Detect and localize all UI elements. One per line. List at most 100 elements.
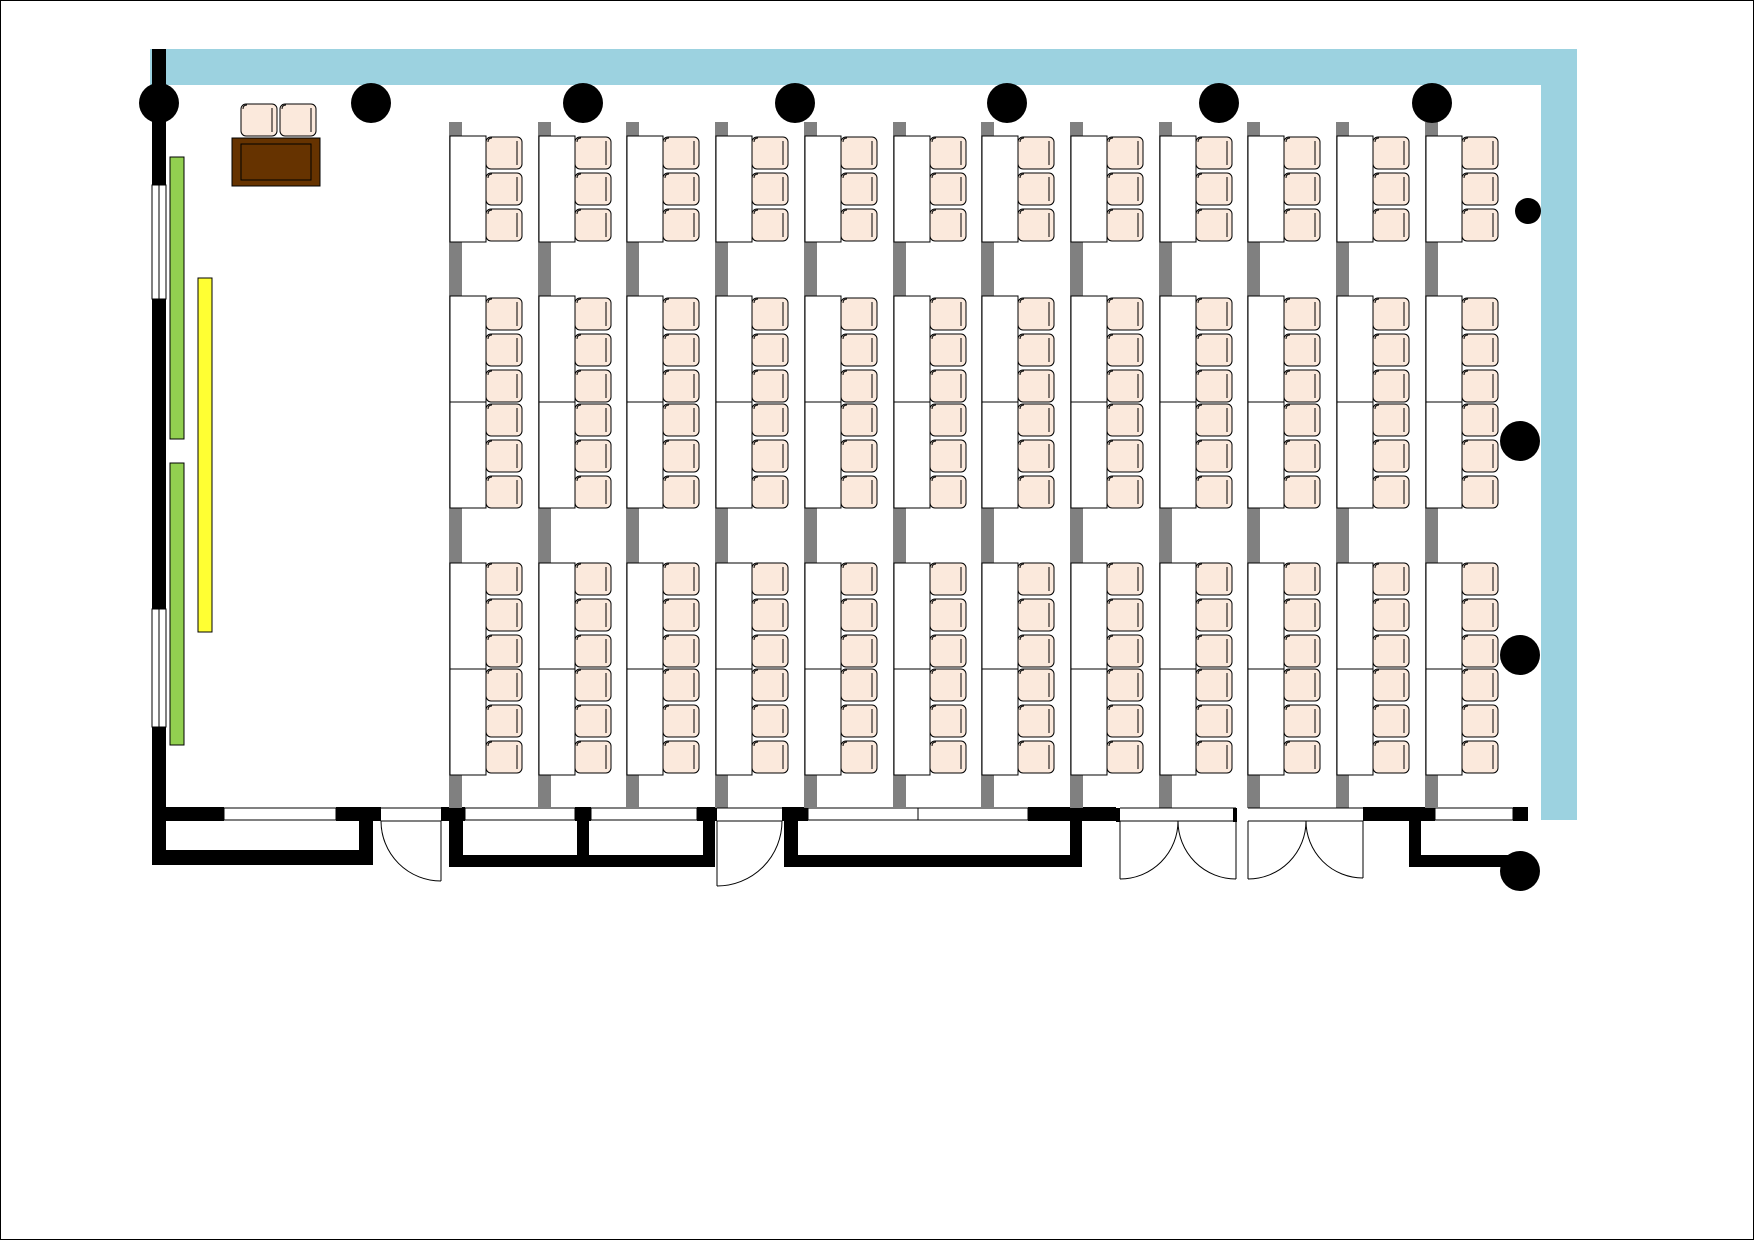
chair-seat <box>1283 208 1321 242</box>
chair-seat <box>751 297 789 331</box>
door-swing-icon <box>1119 807 1179 880</box>
chair-icon <box>1106 634 1144 668</box>
chair-icon <box>1461 634 1499 668</box>
chair-arm <box>753 599 759 605</box>
chair-arm <box>664 440 670 446</box>
chair-seat <box>485 172 523 206</box>
chair-seat <box>1017 704 1055 738</box>
door-arc <box>1305 820 1364 879</box>
chair-icon <box>1017 439 1055 473</box>
chair-seat <box>840 740 878 774</box>
chair-seat <box>1372 704 1410 738</box>
table-icon <box>538 295 576 403</box>
chair-seat <box>929 740 967 774</box>
chair-arm <box>1374 209 1380 215</box>
chair-arm <box>1019 404 1025 410</box>
table-icon <box>1336 668 1374 776</box>
chair-arm <box>487 635 493 641</box>
table-icon <box>1425 135 1463 243</box>
chair-icon <box>840 208 878 242</box>
chair-icon <box>1017 634 1055 668</box>
chair-seat <box>929 208 967 242</box>
column-icon <box>563 83 603 123</box>
chair-seat <box>840 172 878 206</box>
chair-icon <box>1283 704 1321 738</box>
chair-arm <box>842 137 848 143</box>
table-icon <box>449 135 487 243</box>
chair-icon <box>574 369 612 403</box>
chair-arm <box>487 563 493 569</box>
chair-icon <box>1461 208 1499 242</box>
chair-seat <box>1372 740 1410 774</box>
chair-icon <box>574 598 612 632</box>
chair-seat <box>574 704 612 738</box>
chair-icon <box>751 208 789 242</box>
table-icon <box>1247 668 1285 776</box>
chair-arm <box>1463 563 1469 569</box>
chair-seat <box>1372 333 1410 367</box>
chair-seat <box>1461 634 1499 668</box>
chair-seat <box>929 439 967 473</box>
table-icon <box>1070 295 1108 403</box>
chair-arm <box>487 476 493 482</box>
window-wall-right <box>1541 49 1577 820</box>
chair-seat <box>751 208 789 242</box>
table-icon <box>449 401 487 509</box>
chair-arm <box>1019 440 1025 446</box>
chair-icon <box>485 439 523 473</box>
chair-icon <box>751 136 789 170</box>
left-wall <box>152 727 166 865</box>
chair-icon <box>485 704 523 738</box>
table-icon <box>1336 401 1374 509</box>
podium-table-inset <box>240 143 312 181</box>
chair-icon <box>751 172 789 206</box>
chair-icon <box>574 208 612 242</box>
chair-arm <box>487 173 493 179</box>
chair-icon <box>574 136 612 170</box>
chair-arm <box>487 599 493 605</box>
chair-arm <box>931 669 937 675</box>
chair-icon <box>662 333 700 367</box>
chair-icon <box>485 598 523 632</box>
chair-icon <box>1283 562 1321 596</box>
chair-icon <box>662 403 700 437</box>
chair-arm <box>1019 599 1025 605</box>
chair-seat <box>279 103 317 137</box>
chair-seat <box>662 369 700 403</box>
chair-icon <box>485 740 523 774</box>
chair-arm <box>487 334 493 340</box>
chair-icon <box>1461 297 1499 331</box>
table-icon <box>715 562 753 670</box>
chair-arm <box>1463 137 1469 143</box>
chair-arm <box>1108 635 1114 641</box>
chair-icon <box>840 136 878 170</box>
chair-seat <box>1195 172 1233 206</box>
column-icon <box>775 83 815 123</box>
chair-icon <box>840 297 878 331</box>
chair-seat <box>929 403 967 437</box>
table-icon <box>449 668 487 776</box>
chair-icon <box>929 634 967 668</box>
chair-icon <box>1283 136 1321 170</box>
chair-arm <box>1463 404 1469 410</box>
chair-icon <box>751 562 789 596</box>
chair-arm <box>576 173 582 179</box>
chair-arm <box>753 137 759 143</box>
chair-icon <box>485 634 523 668</box>
chair-seat <box>751 333 789 367</box>
chair-seat <box>1017 208 1055 242</box>
chair-seat <box>662 704 700 738</box>
chair-arm <box>1108 334 1114 340</box>
chair-seat <box>929 172 967 206</box>
chair-arm <box>1197 137 1203 143</box>
chair-arm <box>1285 298 1291 304</box>
chair-seat <box>1461 208 1499 242</box>
table-icon <box>893 562 931 670</box>
chair-arm <box>842 599 848 605</box>
chair-icon <box>1017 403 1055 437</box>
chair-seat <box>1017 634 1055 668</box>
chair-icon <box>485 172 523 206</box>
chair-arm <box>576 635 582 641</box>
chair-icon <box>840 333 878 367</box>
chair-arm <box>1197 173 1203 179</box>
